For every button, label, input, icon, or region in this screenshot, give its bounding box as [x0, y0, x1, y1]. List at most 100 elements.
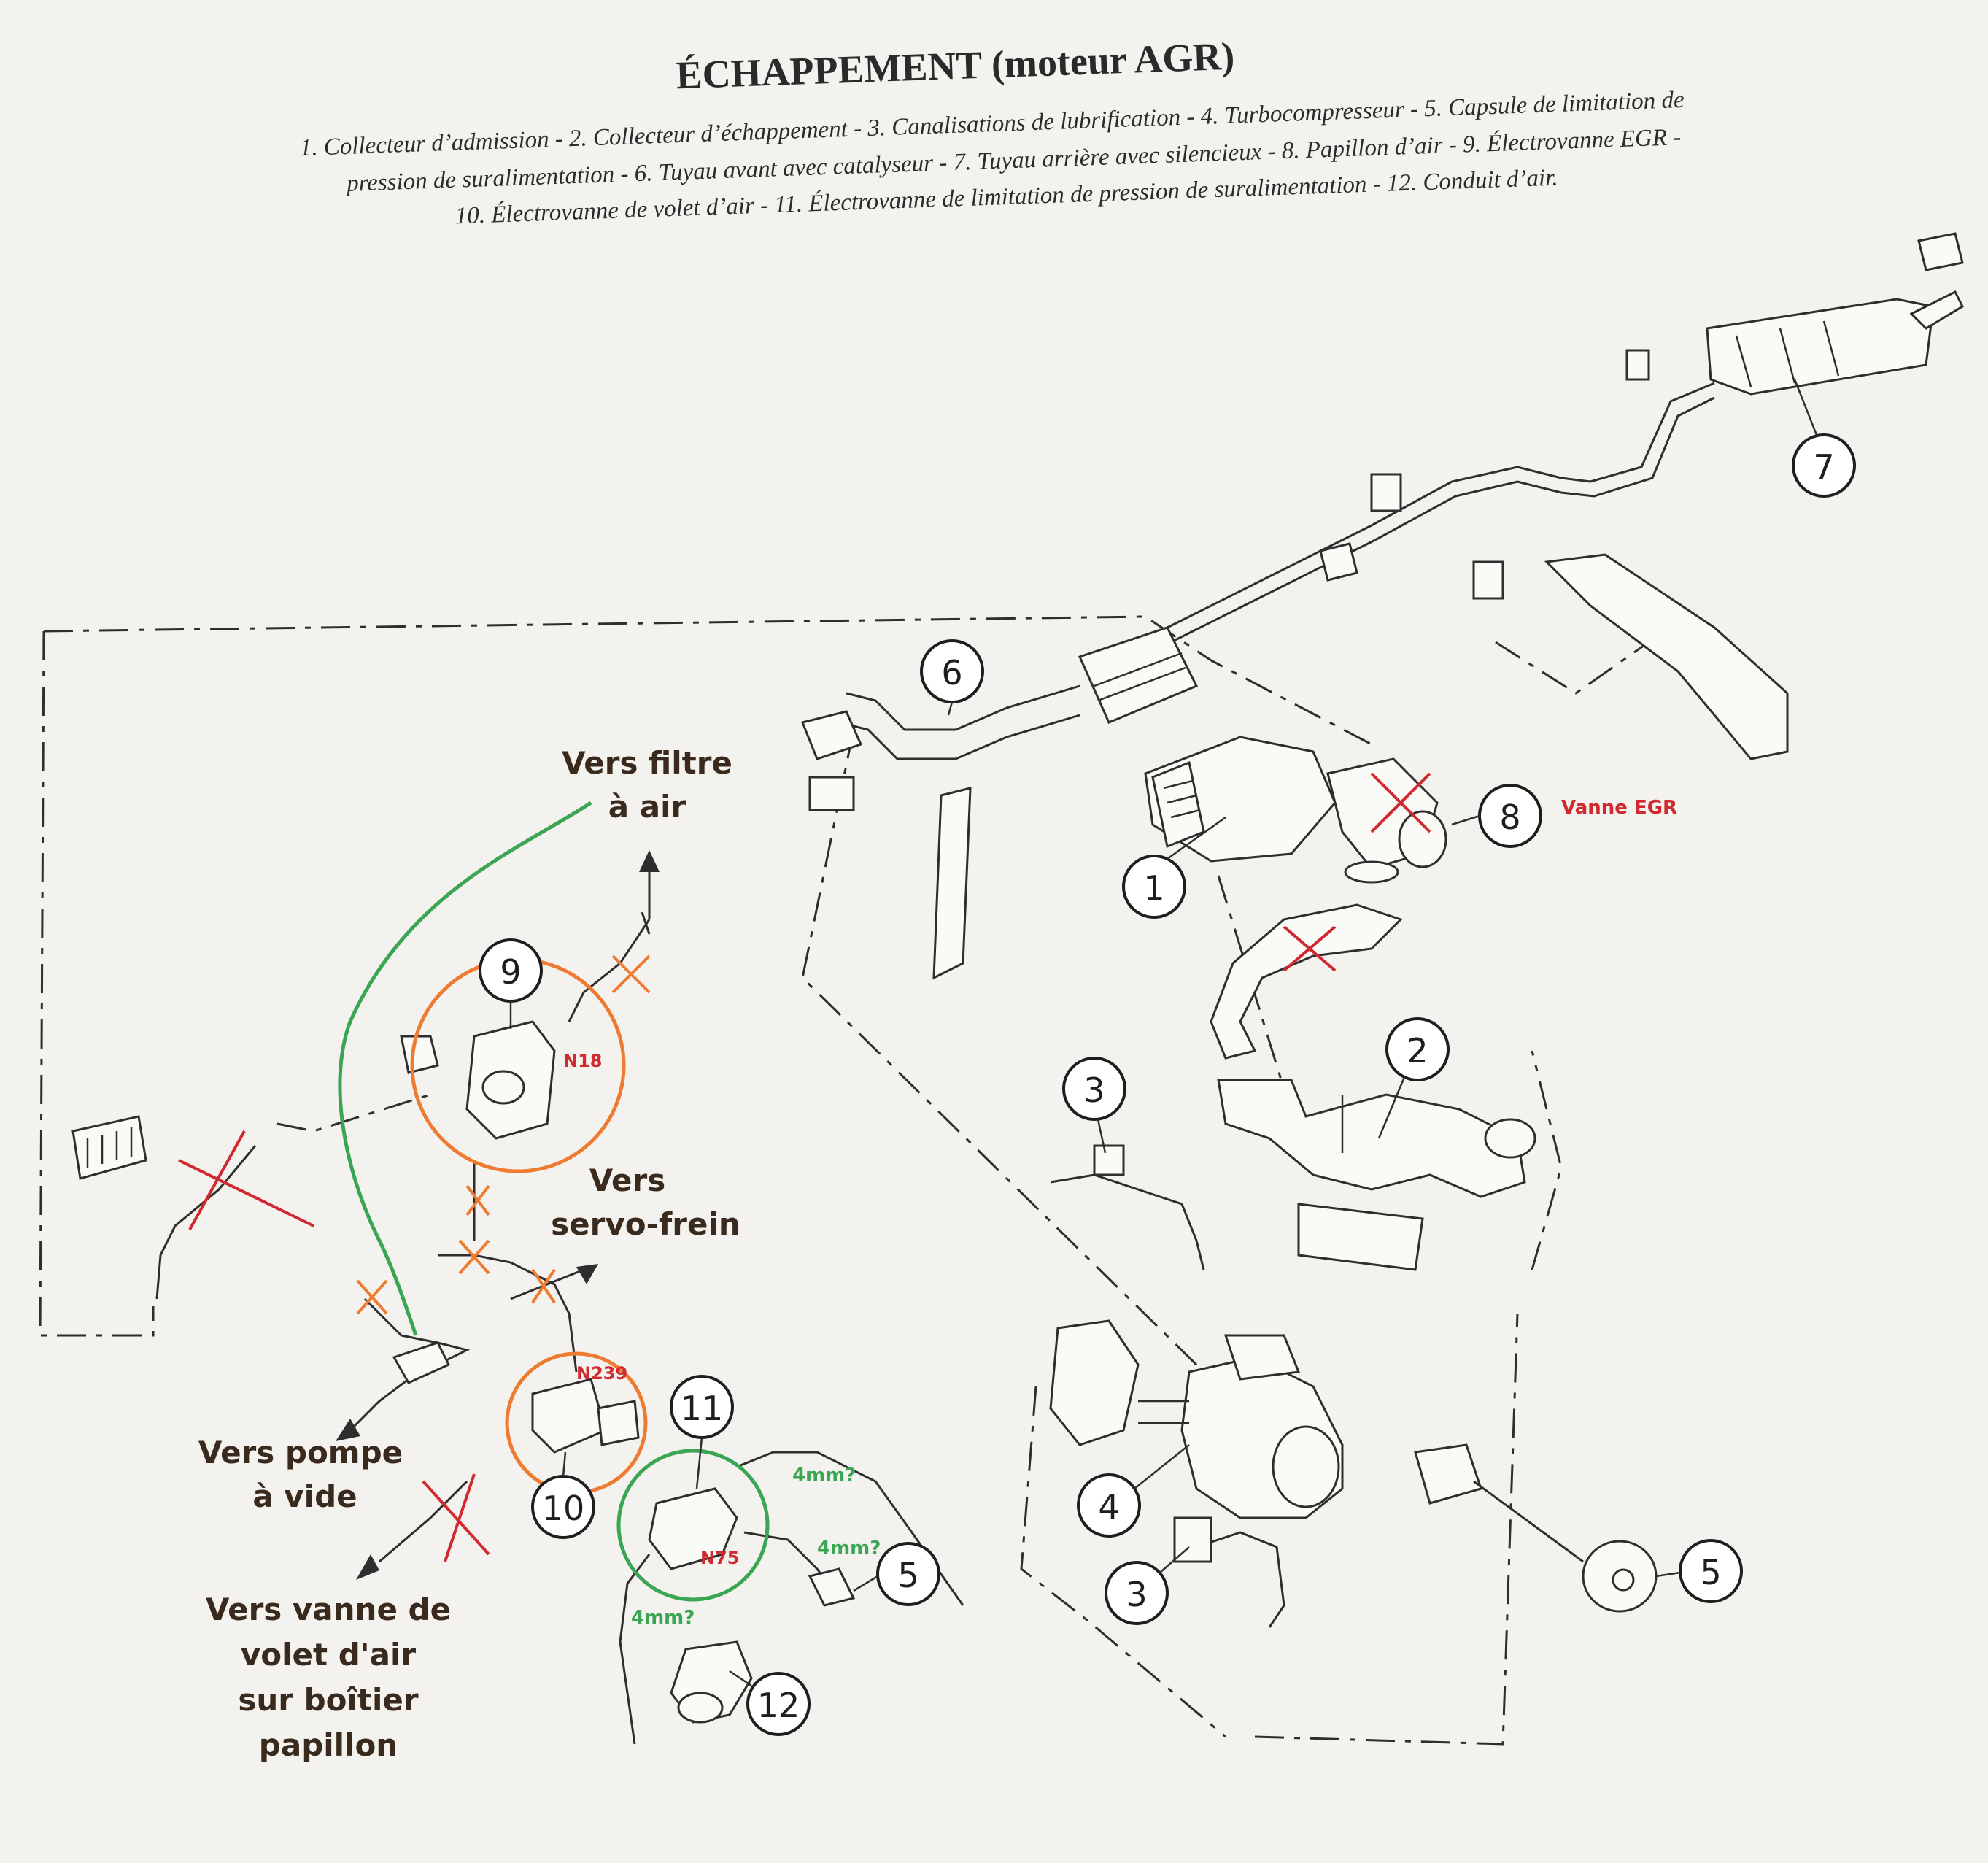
svg-text:1: 1	[1143, 868, 1164, 908]
red-x-egr-pipe	[1283, 925, 1337, 972]
callout-5a-leader	[853, 1575, 878, 1592]
orange-x-5	[531, 1268, 556, 1304]
capsule-rod	[1473, 1480, 1584, 1563]
svg-text:5: 5	[1700, 1553, 1721, 1592]
hanger-2	[1472, 560, 1504, 600]
green-hose-path	[338, 801, 592, 1336]
brake-servo-label-2: servo-frein	[551, 1206, 740, 1242]
handwritten-annotations: Vers filtre à air Vers servo-frein Vers …	[198, 745, 1677, 1763]
hose-4mm-label-a: 4mm?	[792, 1465, 856, 1486]
hose-4mm-label-c: 4mm?	[631, 1607, 695, 1629]
air-flap-label-4: papillon	[259, 1727, 398, 1763]
leader-to-capsule	[1020, 1386, 1226, 1738]
brake-servo-arrow	[576, 1264, 598, 1284]
callout-1: 1	[1122, 855, 1186, 919]
red-x-left-hose	[178, 1130, 314, 1230]
air-flap-arrow	[356, 1554, 379, 1580]
air-flap-hose	[379, 1480, 468, 1563]
rear-pipe	[1108, 382, 1715, 651]
left-vacuum-hose	[155, 1145, 257, 1300]
air-flap-label-3: sur boîtier	[238, 1682, 419, 1718]
front-pipe-edge	[838, 714, 1080, 760]
manifold-flange	[1484, 1118, 1536, 1159]
red-x-egr-valve	[1370, 772, 1431, 833]
n239-label: N239	[576, 1363, 627, 1384]
egr-valve-port	[1398, 810, 1447, 868]
air-flap-label-1: Vers vanne de	[206, 1592, 451, 1627]
rear-silencer-ribs	[1735, 320, 1840, 387]
heat-shield-rear	[1544, 553, 1789, 760]
turbo-flange	[1223, 1334, 1301, 1381]
pipe-clamp	[1319, 542, 1358, 582]
leader-n18-block	[276, 1093, 431, 1133]
orange-x-3	[458, 1239, 490, 1275]
n18-label: N18	[563, 1051, 602, 1071]
callout-5b: 5	[1679, 1539, 1743, 1603]
svg-text:8: 8	[1499, 798, 1520, 837]
vacuum-pump-label-1: Vers pompe	[198, 1435, 403, 1470]
egr-pipe	[1210, 903, 1403, 1060]
svg-text:10: 10	[542, 1489, 585, 1528]
svg-text:9: 9	[500, 952, 521, 992]
callout-2-leader	[1377, 1076, 1406, 1139]
n75-highlight-circle	[616, 1449, 770, 1602]
red-markers	[178, 772, 1431, 1562]
air-flap-solenoid-n239	[531, 1378, 607, 1454]
manifold-gasket	[1297, 1203, 1424, 1271]
lubrication-line-lower	[1196, 1531, 1285, 1628]
n75-label: N75	[700, 1548, 739, 1568]
orange-x-1	[611, 954, 651, 994]
callout-8: 8	[1478, 784, 1542, 848]
rear-pipe-edge	[1112, 396, 1715, 666]
callout-11-leader	[695, 1437, 703, 1489]
callout-12-leader	[729, 1670, 752, 1687]
callout-2: 2	[1385, 1017, 1450, 1081]
svg-text:2: 2	[1407, 1031, 1428, 1071]
boost-solenoid-n75	[648, 1487, 738, 1570]
callout-7-leader	[1793, 379, 1818, 436]
callout-3a-leader	[1097, 1119, 1107, 1154]
callout-6-leader	[947, 701, 954, 716]
svg-text:11: 11	[681, 1389, 724, 1428]
leader-to-turbo	[801, 729, 1205, 1373]
svg-text:7: 7	[1813, 447, 1834, 487]
vacuum-assembly	[71, 850, 964, 1745]
air-filter-label-1: Vers filtre	[562, 745, 732, 781]
vacuum-pump-label-2: à vide	[252, 1478, 357, 1514]
hanger-1	[1370, 473, 1402, 512]
svg-text:3: 3	[1126, 1575, 1147, 1614]
diagram-title: ÉCHAPPEMENT (moteur AGR)	[676, 34, 1236, 98]
callout-1-leader	[1167, 816, 1226, 860]
leader-manifold	[1531, 1050, 1563, 1270]
callout-10-leader	[562, 1451, 567, 1477]
red-x-air-flap	[422, 1473, 490, 1562]
lubrication-line-upper	[1050, 1173, 1205, 1270]
callout-5a: 5	[876, 1542, 940, 1606]
leader-heatshield	[1495, 641, 1649, 695]
wastegate-capsule	[1414, 1443, 1658, 1613]
rear-silencer	[1706, 298, 1935, 396]
air-flap-label-2: volet d'air	[241, 1637, 416, 1673]
hanger-3	[1625, 349, 1650, 381]
orange-x-4	[356, 1279, 388, 1315]
leader-bottom-right	[1254, 1313, 1519, 1746]
intake-manifold-ribs-lines	[1163, 779, 1201, 819]
egr-valve-note: Vanne EGR	[1561, 797, 1677, 819]
hanger-4	[1917, 232, 1964, 271]
intake-assembly	[1144, 736, 1447, 1060]
svg-text:5: 5	[897, 1556, 918, 1595]
svg-text:3: 3	[1083, 1071, 1105, 1110]
n239-connector	[597, 1400, 640, 1446]
front-pipe	[846, 684, 1080, 731]
left-connector-block	[71, 1115, 147, 1180]
vacuum-pump-arrow	[336, 1419, 360, 1441]
check-valve	[392, 1341, 451, 1384]
turbocharger	[1049, 1319, 1344, 1519]
orange-x-2	[465, 1184, 490, 1216]
capsule-center	[1612, 1568, 1635, 1592]
exhaust-pipe-assembly	[800, 232, 1964, 980]
callout-3b-leader	[1159, 1546, 1190, 1573]
callout-4-leader	[1134, 1444, 1190, 1489]
egr-gasket	[1344, 860, 1399, 884]
